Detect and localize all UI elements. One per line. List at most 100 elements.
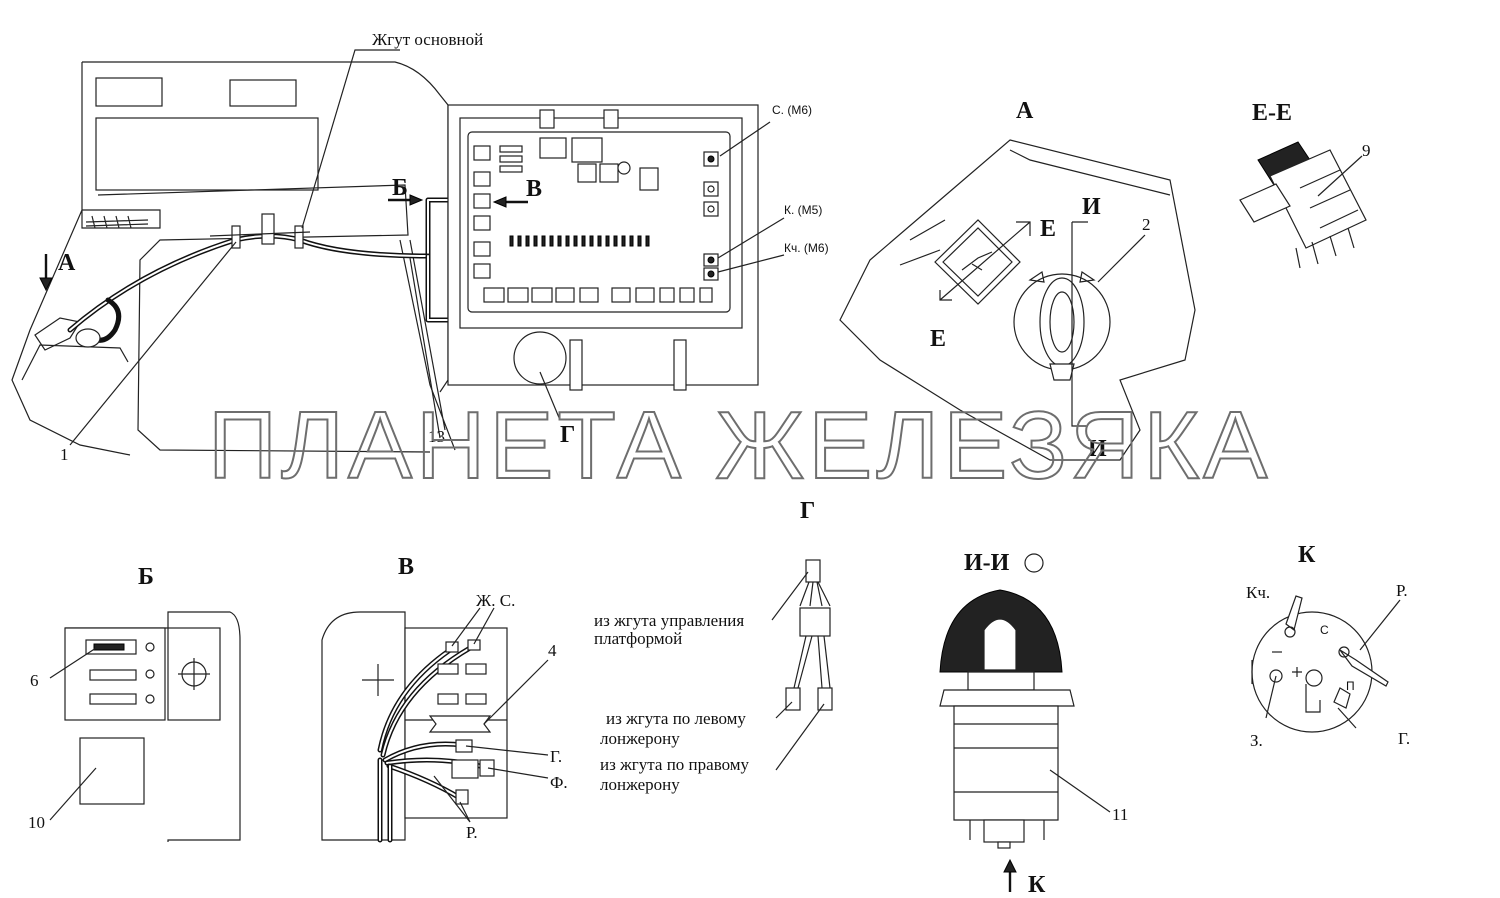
leader-pos-11	[1049, 769, 1111, 813]
leader-left	[775, 701, 793, 719]
connector-platform	[805, 559, 821, 583]
rotation-mark-icon	[1024, 553, 1044, 573]
leader-pos-9	[1317, 155, 1363, 197]
panel-outline	[839, 139, 1196, 461]
label-i-top: И	[1082, 194, 1101, 220]
relay-row-left	[473, 145, 491, 279]
leader-platform	[771, 571, 809, 621]
stud-terminals	[703, 151, 719, 281]
label-mark-g: Г	[560, 422, 575, 448]
cab-outline	[11, 61, 449, 456]
label-e-top: Е	[1040, 216, 1056, 242]
connector-junction	[799, 607, 831, 637]
label-k-c: С	[1320, 623, 1329, 637]
leader-k-r	[1359, 599, 1401, 651]
label-g-dot: Г.	[550, 747, 562, 766]
label-f-dot: Ф.	[550, 773, 568, 792]
fuse-relay-block	[447, 104, 759, 391]
label-k-kch: Кч.	[1246, 583, 1270, 602]
label-pos-2: 2	[1142, 215, 1151, 234]
view-g-circle	[513, 331, 567, 385]
section-line-i	[1071, 221, 1088, 427]
cab-window-2	[229, 79, 297, 107]
view-k: К Кч. Р. С П З. Г.	[1246, 542, 1410, 750]
view-v: В Ж. С. 4 Г. Ф. Р.	[321, 554, 568, 843]
cab-floor	[97, 184, 431, 453]
label-e-bottom: Е	[930, 326, 946, 352]
leader-pos-4	[483, 659, 549, 725]
label-r-dot: Р.	[466, 823, 478, 842]
label-from-left-2: лонжерону	[600, 729, 680, 748]
connector-right	[817, 687, 833, 711]
label-pos-9: 9	[1362, 141, 1371, 160]
label-arrow-b: Б	[392, 175, 408, 201]
label-from-platform-1: из жгута управления	[594, 611, 744, 630]
ignition-switch	[1013, 271, 1111, 381]
label-from-right-2: лонжерону	[600, 775, 680, 794]
title-view-ee: Е-Е	[1252, 100, 1292, 126]
view-b: Б 6 10	[28, 564, 241, 842]
label-arrow-v: В	[526, 176, 542, 202]
leader-pos-2	[1097, 234, 1146, 283]
bracket-right	[673, 339, 687, 391]
title-view-k: К	[1298, 542, 1316, 568]
label-zh-s: Ж. С.	[476, 591, 515, 610]
main-assembly-view: Жгут основной А Б В Г 1 13 С. (М6) К. (М…	[11, 30, 829, 464]
seat-outline	[21, 317, 129, 381]
view-e-e: Е-Е 9	[1239, 100, 1371, 269]
switch-plate	[934, 219, 1021, 305]
rocker-switch-body	[1239, 141, 1367, 269]
label-arrow-k: К	[1028, 872, 1046, 898]
rocker-symbol-icon	[961, 251, 993, 271]
label-from-platform-2: платформой	[594, 629, 682, 648]
view-i-i: И-И 11 К	[939, 550, 1128, 898]
label-from-right-1: из жгута по правому	[600, 755, 750, 774]
connector-row-bottom	[483, 287, 713, 303]
leader-pos-6	[49, 647, 97, 679]
title-view-a: А	[1016, 98, 1034, 124]
label-pos-10: 10	[28, 813, 45, 832]
cab-window-1	[95, 77, 163, 107]
leader-pos-10	[49, 767, 97, 821]
label-k-p: П	[1346, 679, 1355, 693]
terminal-face	[1251, 595, 1389, 733]
leader-pos-1	[69, 241, 237, 446]
fuse-row	[509, 235, 650, 247]
title-view-v: В	[398, 554, 414, 580]
cab-panel	[95, 117, 319, 191]
label-i-bottom: И	[1088, 436, 1107, 462]
wire-clip-1	[231, 225, 241, 249]
leader-right	[775, 703, 825, 771]
leader-harness-main	[301, 49, 400, 229]
view-a: А Е Е И И 2	[839, 98, 1196, 462]
label-k-z: З.	[1250, 731, 1263, 750]
leader-zh-s	[451, 607, 495, 647]
title-view-b: Б	[138, 564, 154, 590]
label-kch-m6: Кч. (М6)	[784, 241, 829, 255]
label-k-r: Р.	[1396, 581, 1408, 600]
leader-r-dot	[433, 775, 471, 823]
label-k-g: Г.	[1398, 729, 1410, 748]
view-g: Г из жгута управления платформой из жгут…	[594, 498, 833, 794]
label-pos-6: 6	[30, 671, 39, 690]
leader-k-m5	[717, 217, 785, 259]
label-from-left-1: из жгута по левому	[606, 709, 746, 728]
label-pos-4: 4	[548, 641, 557, 660]
leader-s-m6	[719, 121, 771, 157]
label-pos-1: 1	[60, 445, 69, 464]
wire-clip-2	[261, 213, 275, 245]
leader-g-dot	[465, 745, 549, 756]
leader-g	[539, 371, 561, 421]
label-pos-13: 13	[428, 427, 445, 446]
dash-grille	[85, 215, 149, 229]
panel-b-outline	[65, 611, 241, 842]
title-view-g: Г	[800, 498, 815, 524]
label-s-m6: С. (М6)	[772, 103, 812, 117]
title-view-ii: И-И	[964, 550, 1010, 576]
bracket-left	[569, 339, 583, 391]
section-line-e	[939, 221, 1031, 301]
wire-clip-3	[294, 225, 304, 249]
column-outline	[399, 239, 456, 451]
dome-lamp	[75, 328, 101, 348]
label-arrow-a: А	[58, 250, 76, 276]
